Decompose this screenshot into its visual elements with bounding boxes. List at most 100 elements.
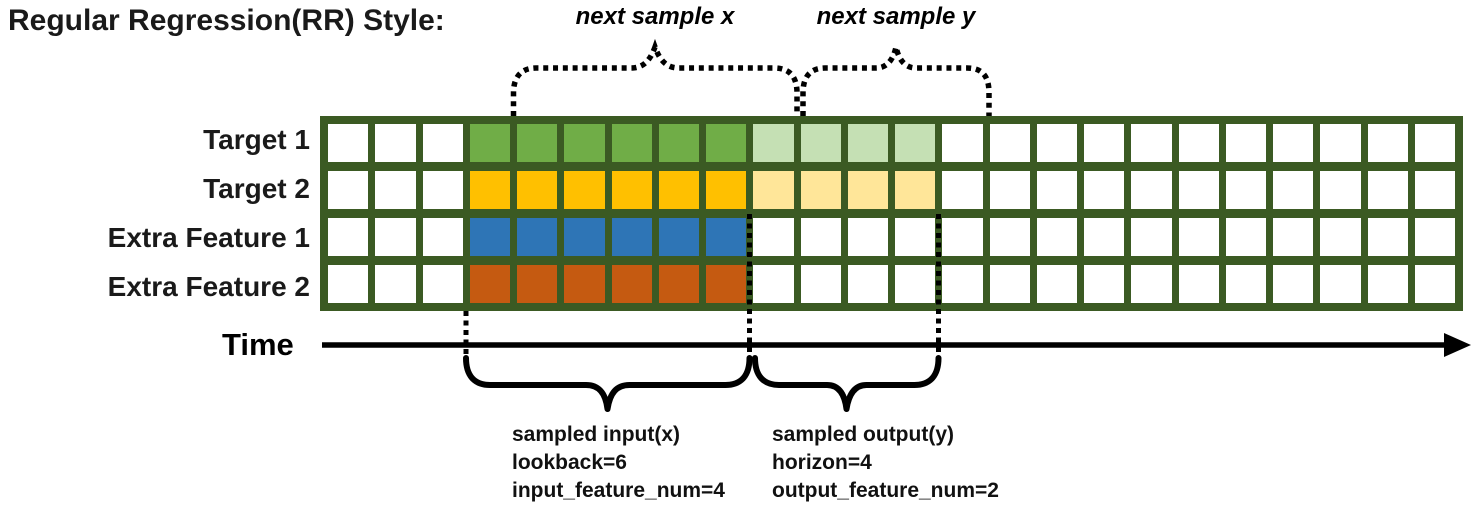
- grid-cell: [1131, 218, 1172, 256]
- grid-cell: [1320, 265, 1361, 303]
- row-label-target-2: Target 2: [203, 173, 310, 205]
- grid-cell: [942, 171, 983, 209]
- sampled-input-brace: [463, 355, 753, 412]
- grid-cell: [375, 218, 416, 256]
- time-axis-arrowhead: [1444, 333, 1471, 357]
- grid-cell: [328, 171, 369, 209]
- sampled-output-caption-line-3: output_feature_num=2: [772, 479, 999, 502]
- grid-cell: [942, 218, 983, 256]
- grid-cell: [1225, 124, 1266, 162]
- grid-cell: [895, 171, 936, 209]
- grid-cell: [1178, 265, 1219, 303]
- grid-cell: [375, 171, 416, 209]
- grid: [320, 116, 1463, 311]
- grid-cell: [375, 265, 416, 303]
- grid-cell: [658, 171, 699, 209]
- grid-cell: [847, 124, 888, 162]
- sampled-input-caption-line-2: lookback=6: [512, 451, 627, 474]
- grid-cell: [328, 124, 369, 162]
- sampled-input-caption-line-3: input_feature_num=4: [512, 479, 725, 502]
- grid-cell: [1036, 124, 1077, 162]
- row-label-target-1: Target 1: [203, 124, 310, 156]
- grid-cell: [328, 218, 369, 256]
- grid-cell: [1320, 124, 1361, 162]
- sampled-input-caption: sampled input(x) lookback=6 input_featur…: [512, 421, 725, 505]
- grid-cell: [706, 171, 747, 209]
- grid-cell: [328, 265, 369, 303]
- grid-cell: [1273, 171, 1314, 209]
- grid-cell: [800, 218, 841, 256]
- grid-cell: [1320, 218, 1361, 256]
- grid-cell: [895, 218, 936, 256]
- grid-cell: [1273, 124, 1314, 162]
- grid-cell: [611, 218, 652, 256]
- sampled-output-brace: [752, 355, 942, 412]
- grid-cell: [847, 265, 888, 303]
- grid-cell: [1084, 218, 1125, 256]
- grid-cell: [564, 218, 605, 256]
- grid-cell: [469, 124, 510, 162]
- grid-cell: [1414, 218, 1455, 256]
- grid-cell: [800, 265, 841, 303]
- grid-cell: [1273, 218, 1314, 256]
- sampled-input-caption-line-1: sampled input(x): [512, 423, 681, 446]
- grid-cell: [375, 124, 416, 162]
- grid-cell: [1367, 265, 1408, 303]
- grid-cell: [847, 171, 888, 209]
- grid-cell: [517, 218, 558, 256]
- grid-cell: [989, 265, 1030, 303]
- grid-cell: [422, 171, 463, 209]
- grid-cell: [658, 124, 699, 162]
- grid-cell: [422, 124, 463, 162]
- grid-cell: [1131, 171, 1172, 209]
- diagram-title: Regular Regression(RR) Style:: [8, 4, 445, 37]
- grid-cell: [1036, 265, 1077, 303]
- grid-cell: [753, 124, 794, 162]
- grid-cell: [422, 218, 463, 256]
- grid-cell: [658, 265, 699, 303]
- grid-cell: [517, 171, 558, 209]
- grid-cell: [1178, 124, 1219, 162]
- grid-cell: [989, 171, 1030, 209]
- grid-cell: [1084, 124, 1125, 162]
- grid-cell: [517, 124, 558, 162]
- grid-cell: [1414, 265, 1455, 303]
- grid-cell: [1084, 171, 1125, 209]
- grid-cell: [800, 171, 841, 209]
- grid-cell: [1084, 265, 1125, 303]
- row-label-extra-feature-2: Extra Feature 2: [107, 270, 310, 302]
- grid-cell: [1414, 171, 1455, 209]
- grid-cell: [895, 124, 936, 162]
- grid-cell: [469, 171, 510, 209]
- grid-cell: [564, 124, 605, 162]
- grid-cell: [800, 124, 841, 162]
- grid-cell: [1225, 265, 1266, 303]
- grid-cell: [469, 265, 510, 303]
- grid-cell: [1367, 218, 1408, 256]
- grid-cell: [1367, 171, 1408, 209]
- grid-cell: [706, 124, 747, 162]
- sampled-output-caption-line-2: horizon=4: [772, 451, 872, 474]
- grid-cell: [1131, 265, 1172, 303]
- next-sample-y-brace: [800, 46, 992, 116]
- sampled-output-caption-line-1: sampled output(y): [772, 423, 954, 446]
- grid-cell: [611, 124, 652, 162]
- grid-cell: [1273, 265, 1314, 303]
- grid-cell: [706, 218, 747, 256]
- grid-cell: [753, 265, 794, 303]
- grid-cell: [1367, 124, 1408, 162]
- grid-cell: [1320, 171, 1361, 209]
- grid-cell: [1414, 124, 1455, 162]
- next-sample-y-label: next sample y: [816, 3, 976, 30]
- grid-cell: [611, 265, 652, 303]
- sampled-output-caption: sampled output(y) horizon=4 output_featu…: [772, 421, 999, 505]
- grid-cell: [564, 171, 605, 209]
- grid-cell: [1036, 218, 1077, 256]
- row-labels: Target 1 Target 2 Extra Feature 1 Extra …: [0, 116, 310, 311]
- grid-cell: [942, 124, 983, 162]
- grid-cell: [1036, 171, 1077, 209]
- grid-cell: [1131, 124, 1172, 162]
- grid-cell: [422, 265, 463, 303]
- grid-cell: [517, 265, 558, 303]
- grid-cell: [753, 218, 794, 256]
